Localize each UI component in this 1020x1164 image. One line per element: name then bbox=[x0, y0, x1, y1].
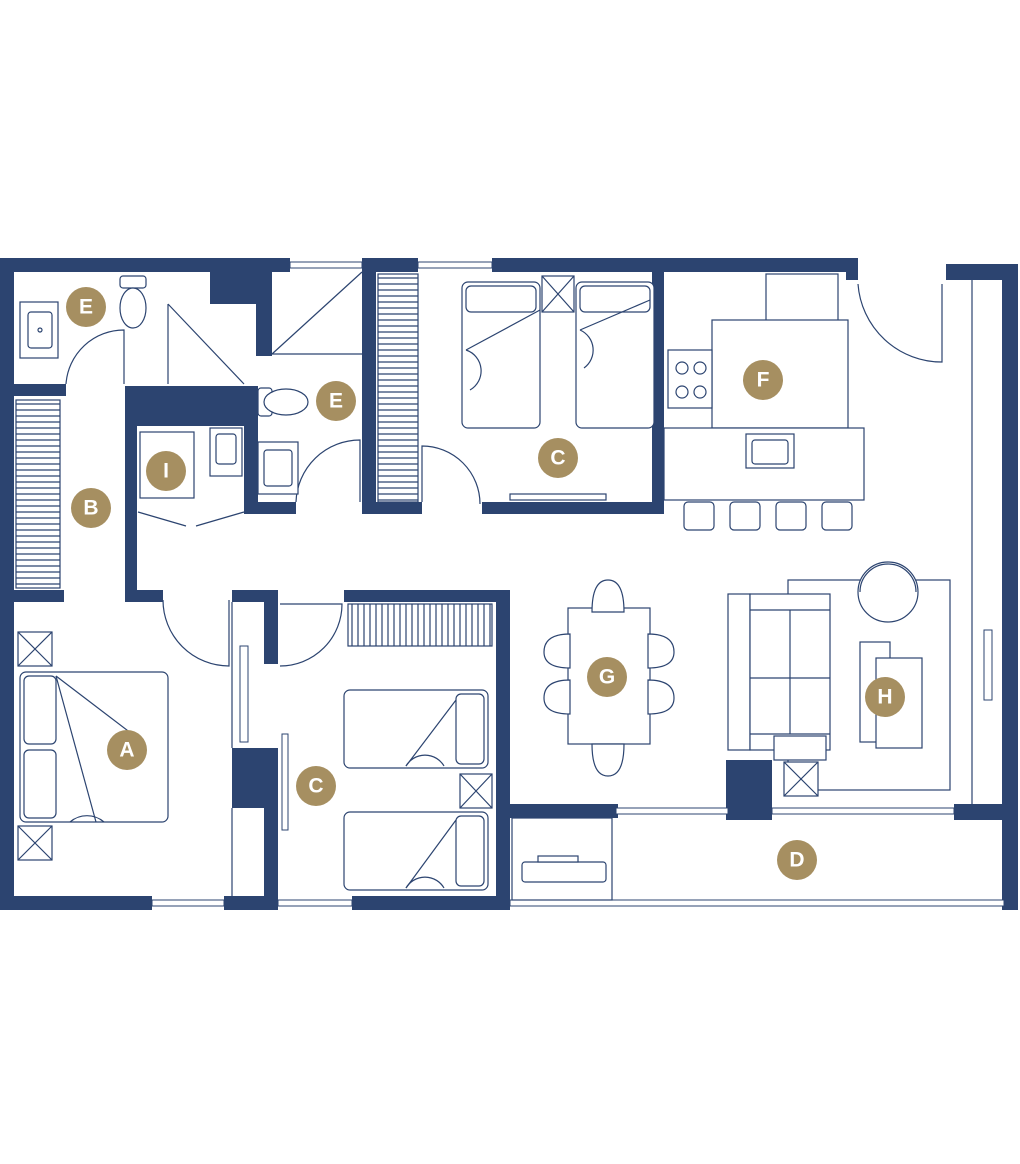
room-marker-e-left-label: E bbox=[79, 296, 93, 319]
room-marker-c-bottom-label: C bbox=[308, 775, 323, 798]
room-marker-e-mid: E bbox=[316, 381, 356, 421]
room-marker-c-top-label: C bbox=[550, 447, 565, 470]
windows bbox=[151, 261, 1005, 907]
room-marker-e-left: E bbox=[66, 287, 106, 327]
room-marker-h: H bbox=[865, 677, 905, 717]
room-marker-i-label: I bbox=[163, 460, 169, 483]
room-marker-g: G bbox=[587, 657, 627, 697]
walls bbox=[0, 258, 1018, 910]
room-marker-d-label: D bbox=[789, 849, 804, 872]
room-marker-d: D bbox=[777, 840, 817, 880]
room-marker-b: B bbox=[71, 488, 111, 528]
room-marker-h-label: H bbox=[877, 686, 892, 709]
room-marker-f: F bbox=[743, 360, 783, 400]
room-marker-a: A bbox=[107, 730, 147, 770]
room-marker-a-label: A bbox=[119, 739, 134, 762]
room-marker-e-mid-label: E bbox=[329, 390, 343, 413]
room-marker-c-top: C bbox=[538, 438, 578, 478]
closets bbox=[15, 273, 493, 647]
furniture bbox=[17, 273, 951, 901]
room-marker-b-label: B bbox=[83, 497, 98, 520]
doors bbox=[65, 271, 943, 667]
room-marker-c-bottom: C bbox=[296, 766, 336, 806]
room-marker-f-label: F bbox=[757, 369, 770, 392]
room-marker-g-label: G bbox=[599, 666, 615, 689]
room-marker-i: I bbox=[146, 451, 186, 491]
